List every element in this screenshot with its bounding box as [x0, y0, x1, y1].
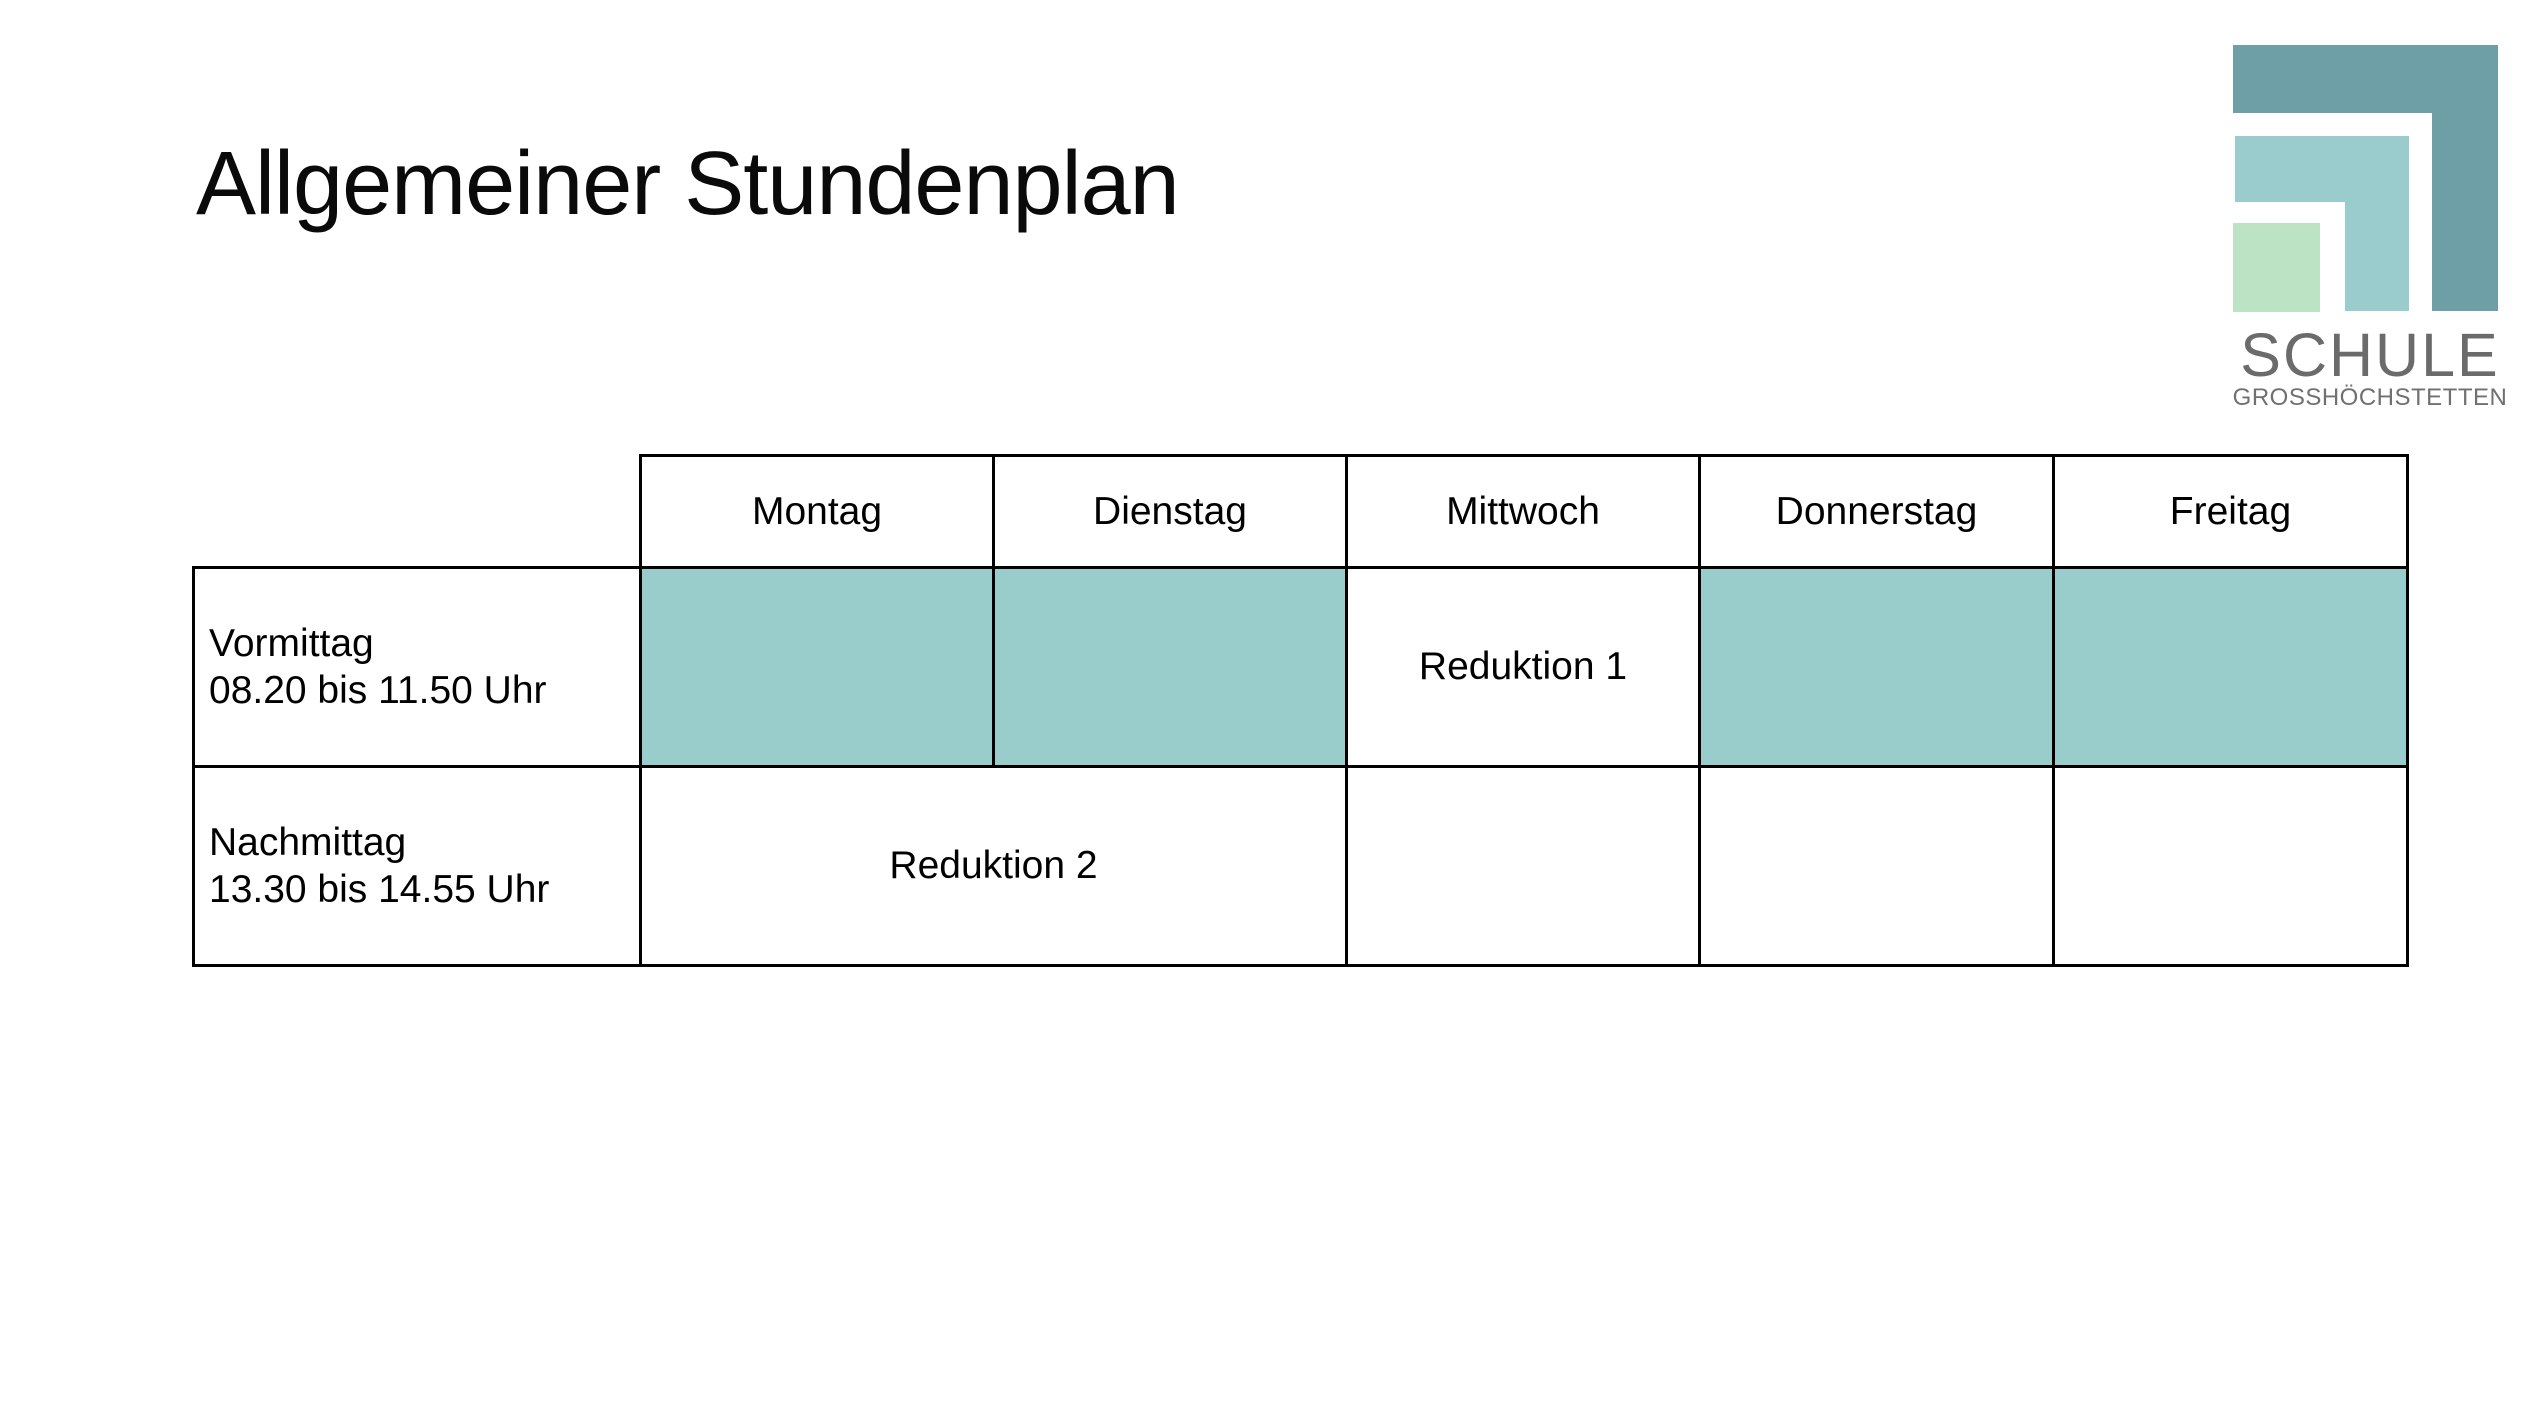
cell-vormittag-donnerstag	[1698, 566, 2055, 768]
day-header-mittwoch: Mittwoch	[1345, 454, 1701, 569]
page-title: Allgemeiner Stundenplan	[196, 134, 1180, 234]
row-label-nachmittag: Nachmittag 13.30 bis 14.55 Uhr	[192, 765, 642, 967]
logo-name: SCHULE	[2240, 321, 2500, 389]
row-label-nachmittag-name: Nachmittag	[209, 821, 407, 864]
logo-subtitle: GROSSHÖCHSTETTEN	[2232, 384, 2508, 411]
cell-vormittag-montag	[639, 566, 995, 768]
cell-vormittag-freitag	[2052, 566, 2409, 768]
day-header-montag: Montag	[639, 454, 995, 569]
cell-vormittag-mittwoch: Reduktion 1	[1345, 566, 1701, 768]
row-label-vormittag: Vormittag 08.20 bis 11.50 Uhr	[192, 566, 642, 768]
timetable: Montag Dienstag Mittwoch Donnerstag Frei…	[192, 454, 2409, 967]
logo-middle-bracket-right	[2345, 136, 2409, 311]
cell-nachmittag-freitag	[2052, 765, 2409, 967]
row-label-vormittag-name: Vormittag	[209, 622, 374, 665]
cell-nachmittag-montag-dienstag: Reduktion 2	[639, 765, 1348, 967]
logo-outer-bracket-right	[2432, 45, 2498, 311]
table-header-row: Montag Dienstag Mittwoch Donnerstag Frei…	[194, 454, 2409, 569]
row-label-nachmittag-time: 13.30 bis 14.55 Uhr	[209, 868, 550, 911]
table-row-nachmittag: Nachmittag 13.30 bis 14.55 Uhr Reduktion…	[192, 765, 2409, 967]
cell-vormittag-dienstag	[992, 566, 1348, 768]
cell-nachmittag-donnerstag	[1698, 765, 2055, 967]
cell-nachmittag-mittwoch	[1345, 765, 1701, 967]
table-row-vormittag: Vormittag 08.20 bis 11.50 Uhr Reduktion …	[192, 566, 2409, 768]
logo-inner-square	[2233, 223, 2320, 312]
day-header-freitag: Freitag	[2052, 454, 2409, 569]
row-label-vormittag-time: 08.20 bis 11.50 Uhr	[209, 669, 547, 712]
day-header-donnerstag: Donnerstag	[1698, 454, 2055, 569]
day-header-dienstag: Dienstag	[992, 454, 1348, 569]
table-corner-empty	[194, 456, 641, 568]
school-logo: SCHULE GROSSHÖCHSTETTEN	[2231, 45, 2511, 415]
